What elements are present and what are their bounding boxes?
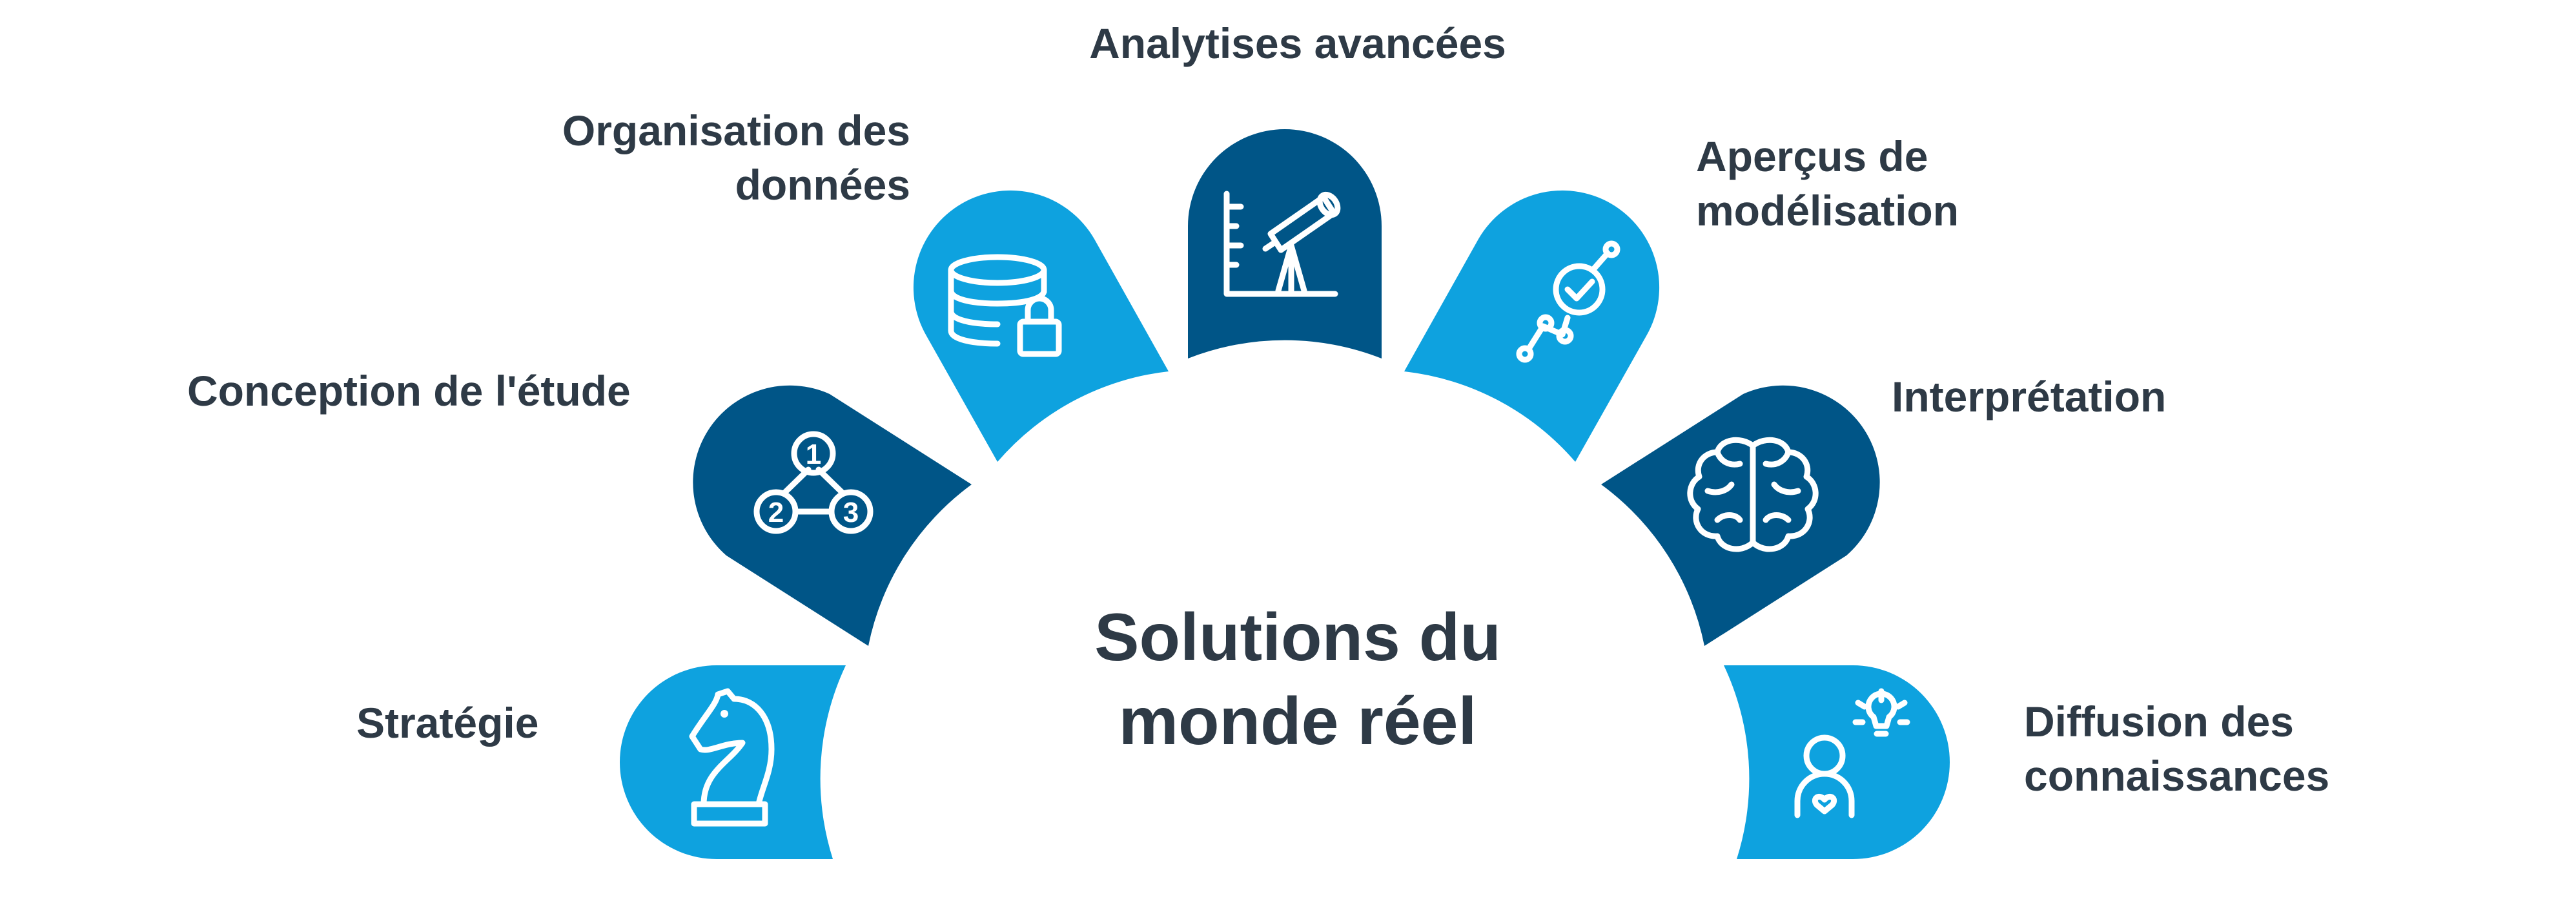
segment-interpretation [1601,385,1880,646]
label-conception-line-1: Conception de l'étude [187,367,631,415]
trend-check-icon [1516,240,1620,363]
segment-analytises [1188,129,1382,358]
label-conception: Conception de l'étude [187,364,631,418]
segment-diffusion [1724,665,1950,859]
label-analytises: Analytises avancées [1007,16,1588,70]
person-idea-icon [1794,688,1910,818]
segment-conception: 1 2 3 [693,385,972,646]
label-apercus-line-2: modélisation [1696,187,1959,234]
label-apercus-line-1: Aperçus de [1696,132,1928,180]
label-diffusion-line-2: connaissances [2024,752,2330,800]
label-strategie: Stratégie [356,696,538,750]
segment-diffusion-shape [1724,665,1950,859]
label-interpretation-line-1: Interprétation [1892,373,2167,421]
label-diffusion: Diffusion des connaissances [2024,694,2329,803]
label-apercus: Aperçus de modélisation [1696,129,1959,238]
chess-knight-icon [689,688,775,827]
label-organisation-line-1: Organisation des [562,107,910,154]
segment-apercus-shape [1404,190,1660,462]
segment-apercus [1404,190,1660,462]
segment-strategie-shape [620,665,846,859]
segment-strategie [620,665,846,859]
svg-text:3: 3 [843,497,859,528]
svg-text:2: 2 [768,497,784,528]
center-title: Solutions du monde réel [1007,596,1588,763]
brain-icon [1687,437,1819,552]
center-title-line-2: monde réel [1118,684,1477,759]
database-lock-icon [948,254,1062,357]
label-organisation: Organisation des données [516,103,910,212]
label-interpretation: Interprétation [1892,369,2166,424]
telescope-chart-icon [1223,191,1341,297]
segment-interpretation-shape [1601,385,1880,646]
label-strategie-line-1: Stratégie [356,699,539,747]
numbered-steps-icon: 1 2 3 [753,431,874,534]
svg-text:1: 1 [806,439,821,470]
center-title-line-1: Solutions du [1094,600,1501,675]
label-analytises-line-1: Analytises avancées [1089,19,1506,67]
segment-organisation [913,190,1169,462]
label-organisation-line-2: données [735,161,910,209]
label-diffusion-line-1: Diffusion des [2024,698,2295,745]
